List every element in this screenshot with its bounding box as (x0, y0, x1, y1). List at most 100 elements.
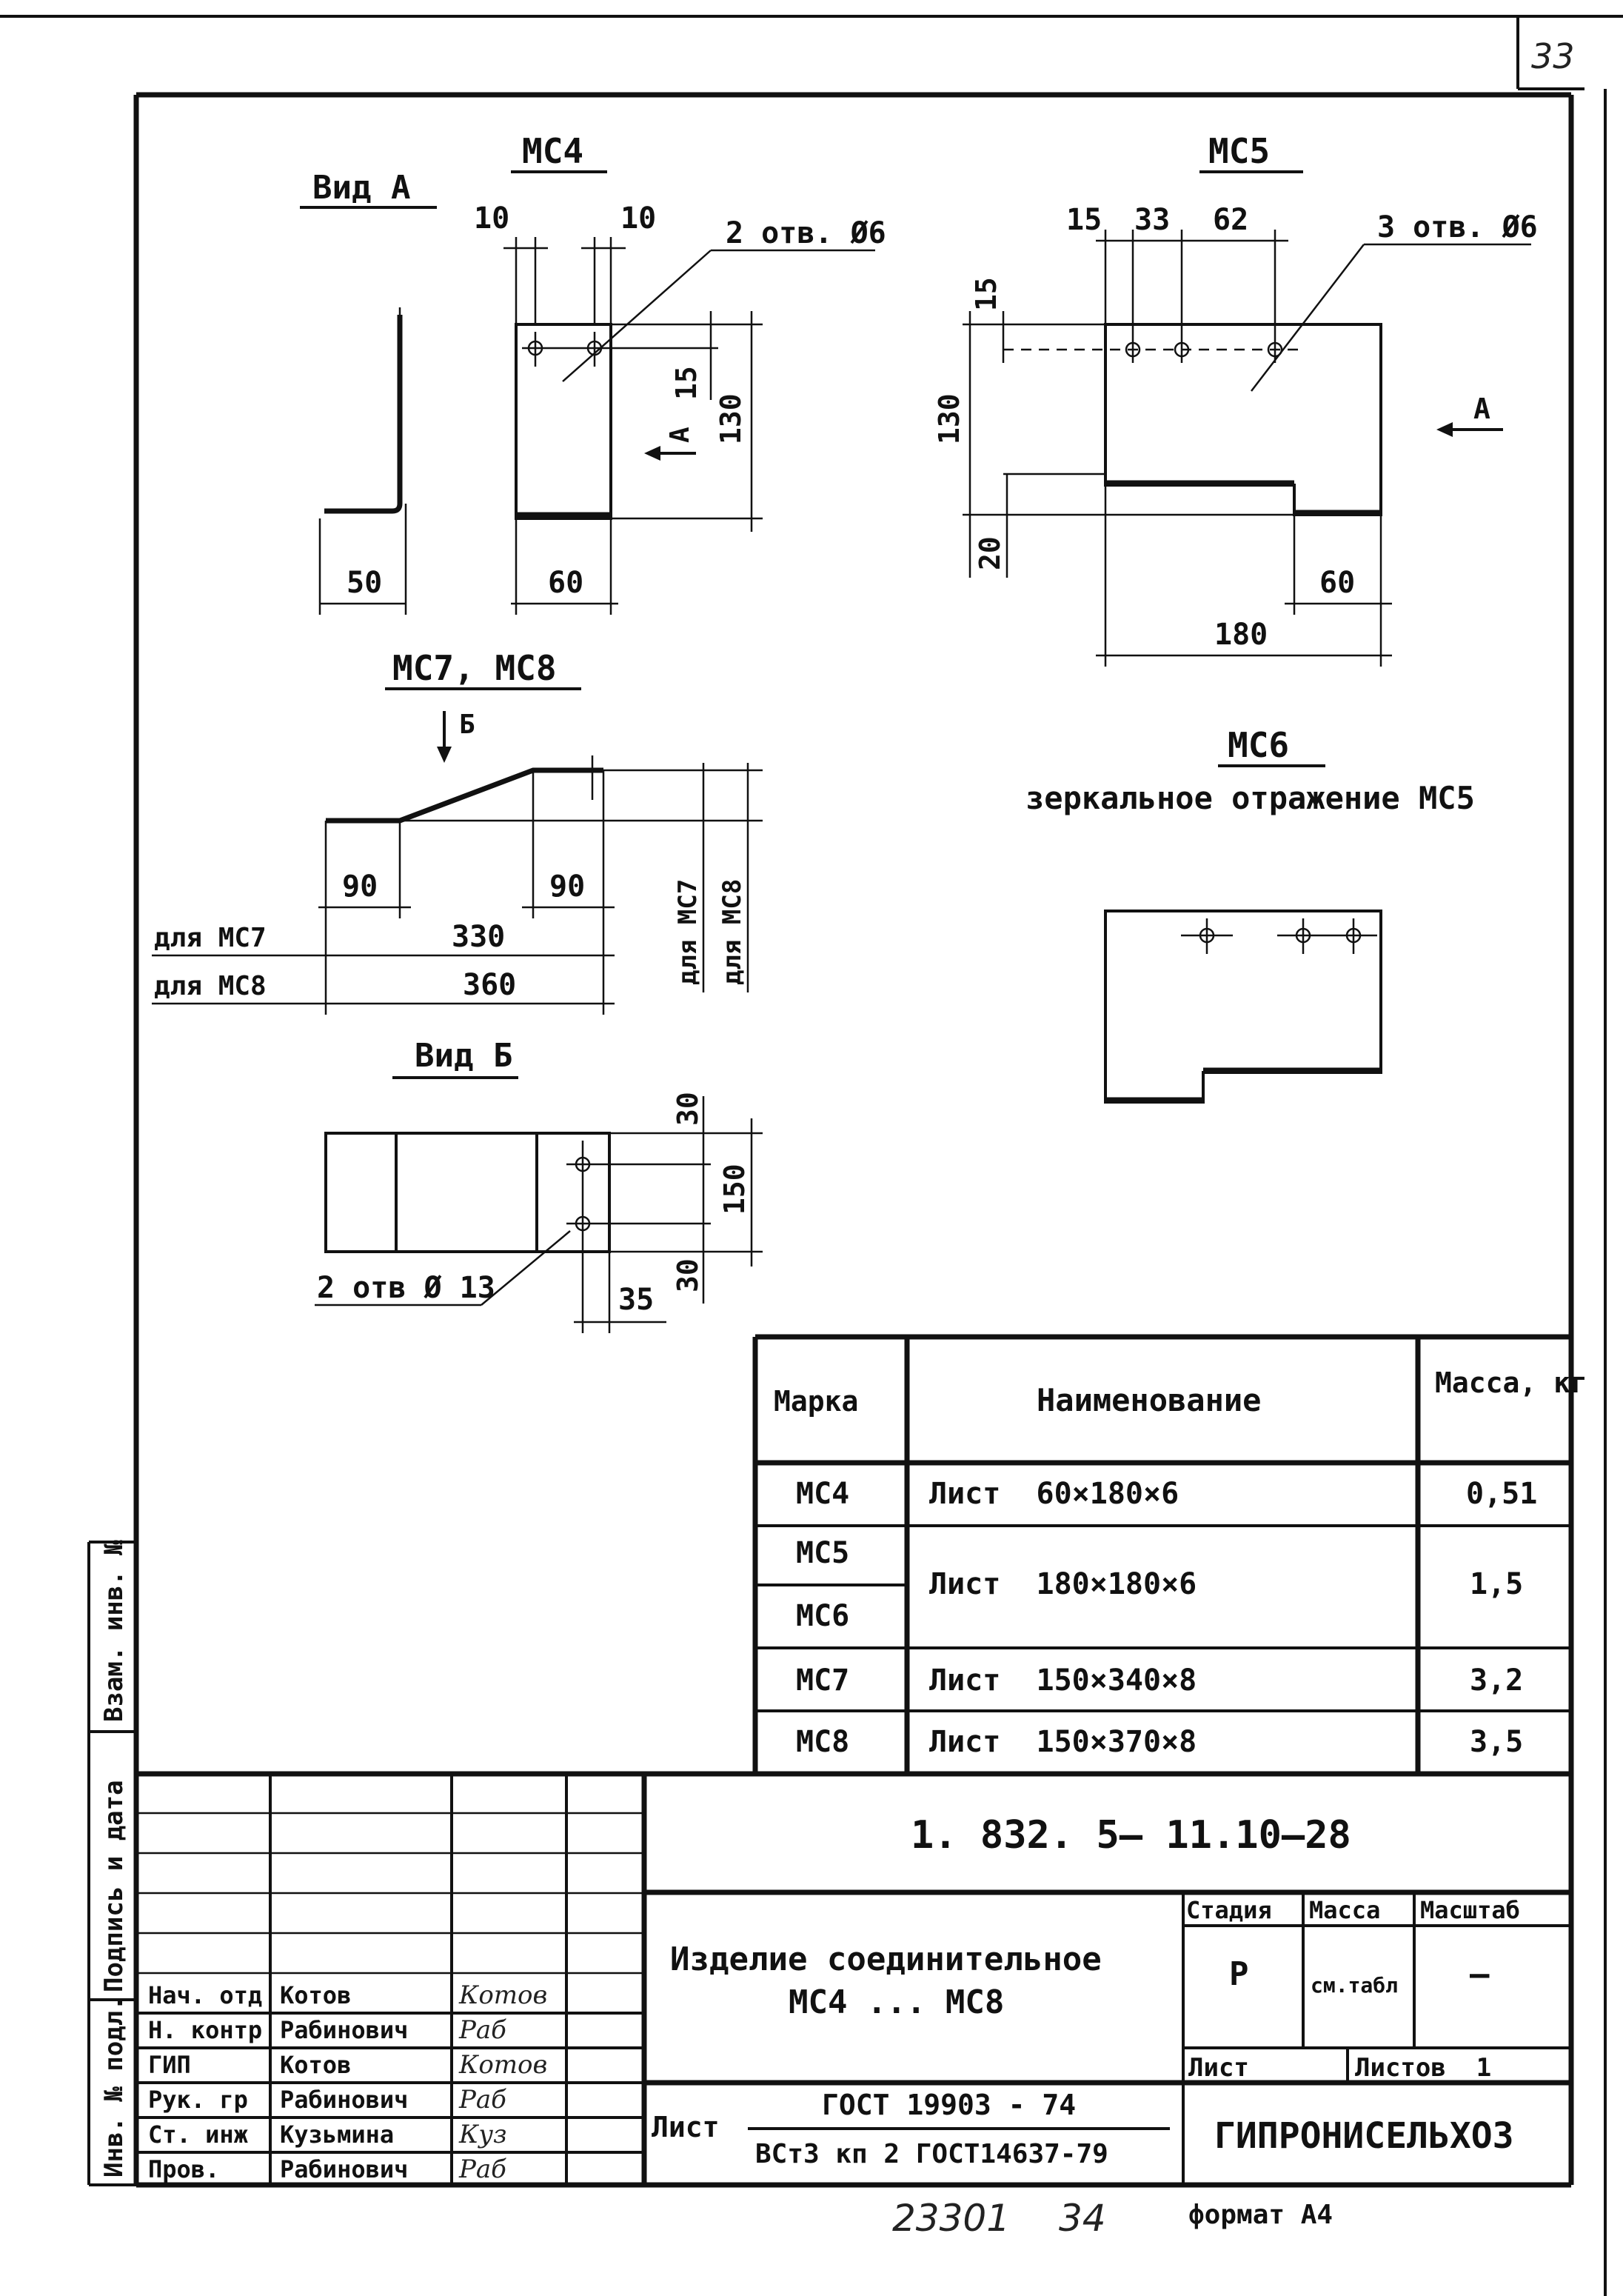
sheets-label: Листов 1 (1355, 2053, 1491, 2083)
material-line1: ГОСТ 19903 - 74 (822, 2089, 1076, 2121)
spec-row-name: Лист 150×340×8 (929, 1663, 1197, 1698)
mc78-vert-mc7: для МС7 (673, 879, 703, 985)
mc5-dim-15v: 15 (970, 277, 1003, 311)
mc5-title: МС5 (1208, 131, 1270, 171)
stage-header: Стадия (1186, 1896, 1272, 1924)
mc4-dim-15: 15 (670, 366, 703, 400)
view-b-dim-30a: 30 (672, 1092, 704, 1126)
mc78-title: МС7, МС8 (392, 648, 557, 688)
view-b-holes-label: 2 отв Ø 13 (317, 1271, 495, 1305)
spec-row-mass: 3,2 (1470, 1663, 1523, 1698)
spec-row-mark: МС6 (796, 1599, 849, 1633)
mc78-dim-330: 330 (452, 920, 505, 954)
view-a: Вид А 50 (300, 169, 437, 615)
part-mc7-mc8: МС7, МС8 Б для МС7 для МС8 90 90 для МС7… (152, 648, 763, 1015)
drawing-frame (133, 89, 1607, 2296)
role-signature: Котов (458, 2050, 547, 2080)
scale-value: — (1470, 1955, 1490, 1993)
mc78-arrow-b: Б (459, 710, 475, 740)
mc78-label-mc7: для МС7 (154, 923, 267, 953)
role-signature: Раб (458, 2015, 506, 2045)
mc5-holes-label: 3 отв. Ø6 (1377, 210, 1538, 244)
mc4-holes-label: 2 отв. Ø6 (726, 216, 886, 250)
mc6-subtitle: зеркальное отражение МС5 (1025, 780, 1475, 816)
mc78-dim-360: 360 (463, 968, 516, 1002)
doc-code: 1. 832. 5– 11.10–28 (911, 1813, 1351, 1858)
role-name: Рабинович (280, 2155, 408, 2183)
material-line2: ВСт3 кп 2 ГОСТ14637-79 (755, 2139, 1108, 2169)
spec-row-name: Лист 150×370×8 (929, 1725, 1197, 1759)
role-name: Рабинович (280, 2016, 408, 2044)
spec-row-name: Лист 180×180×6 (929, 1567, 1197, 1601)
view-b-dim-30b: 30 (672, 1258, 704, 1292)
mass-value: см.табл (1311, 1973, 1398, 1998)
mc78-label-mc8: для МС8 (154, 971, 267, 1001)
role-signature: Раб (458, 2085, 506, 2115)
view-b-title: Вид Б (415, 1037, 512, 1075)
side-label-vzam-inv: Взам. инв. № (99, 1540, 129, 1722)
spec-row-mass: 3,5 (1470, 1725, 1523, 1759)
footer-number2: 34 (1059, 2197, 1106, 2240)
spec-row-mass: 0,51 (1466, 1477, 1537, 1511)
role-label: Рук. гр (148, 2086, 248, 2114)
spec-row-mass: 1,5 (1470, 1567, 1523, 1601)
role-name: Кузьмина (280, 2120, 394, 2149)
mass-header: Масса (1309, 1896, 1380, 1924)
mc4-title: МС4 (522, 131, 583, 171)
mc5-dim-130: 130 (933, 393, 966, 444)
mc4-dim-60: 60 (548, 566, 583, 600)
side-label-inv-podl: Инв. № подл. (99, 1995, 129, 2177)
mc5-dim-62: 62 (1213, 203, 1248, 237)
spec-header-name: Наименование (1037, 1382, 1261, 1418)
mc4-arrow-a: А (665, 427, 695, 443)
mc5-dim-60: 60 (1319, 566, 1355, 600)
role-name: Котов (280, 2051, 351, 2079)
spec-row-mark: МС4 (796, 1477, 849, 1511)
footer-number1: 23301 (892, 2197, 1010, 2240)
material-prefix: Лист (652, 2111, 720, 2143)
sheet-label: Лист (1188, 2053, 1249, 2083)
view-b-dim-150: 150 (718, 1164, 751, 1215)
view-b: Вид Б 30 150 30 35 2 отв Ø 13 (315, 1037, 763, 1333)
spec-row-mark: МС7 (796, 1663, 849, 1698)
part-mc4: МС4 10 10 2 отв. Ø6 15 130 А (474, 131, 886, 615)
sheet-number-box: 33 (1516, 16, 1584, 90)
stage-value: Р (1229, 1955, 1249, 1993)
footer-format: формат А4 (1188, 2200, 1333, 2230)
title-block: 1. 832. 5– 11.10–28 Изделие соединительн… (136, 1771, 1571, 2185)
spec-table: Марка Наименование Масса, кг МС4 Лист 60… (752, 1334, 1587, 1774)
organization: ГИПРОНИСЕЛЬХОЗ (1214, 2115, 1514, 2157)
side-label-strip: Инв. № подл. Подпись и дата Взам. инв. № (87, 1540, 136, 2186)
view-a-dim-50: 50 (347, 566, 382, 600)
spec-header-mass: Масса, кг (1435, 1366, 1587, 1399)
role-label: Ст. инж (148, 2120, 249, 2149)
role-label: Нач. отд (148, 1981, 262, 2009)
mc5-dim-33: 33 (1134, 203, 1170, 237)
part-mc5: МС5 15 33 62 3 отв. Ø6 15 130 20 (933, 131, 1538, 667)
mc6-title: МС6 (1228, 725, 1289, 765)
side-label-podpis-data: Подпись и дата (99, 1780, 129, 1992)
role-signature: Котов (458, 1980, 547, 2010)
mc5-dim-15a: 15 (1066, 203, 1102, 237)
part-mc6: МС6 зеркальное отражение МС5 (1025, 725, 1475, 1104)
role-signature: Куз (458, 2120, 507, 2149)
mc78-vert-mc8: для МС8 (717, 879, 747, 985)
item-name-line1: Изделие соединительное (670, 1940, 1102, 1978)
mc5-dim-180: 180 (1214, 618, 1268, 652)
item-name-line2: МС4 ... МС8 (789, 1983, 1004, 2021)
mc78-dim-90b: 90 (549, 870, 585, 904)
role-label: ГИП (148, 2051, 191, 2079)
mc4-dim-left-10: 10 (474, 201, 509, 236)
role-name: Рабинович (280, 2086, 408, 2114)
view-a-title: Вид А (312, 169, 410, 207)
spec-row-mark: МС8 (796, 1725, 849, 1759)
view-b-dim-35: 35 (618, 1283, 654, 1317)
scale-header: Масштаб (1420, 1896, 1520, 1924)
spec-header-mark: Марка (774, 1385, 858, 1418)
footer: 23301 34 формат А4 (892, 2197, 1333, 2240)
role-label: Н. контр (148, 2016, 262, 2044)
mc5-dim-20: 20 (974, 536, 1006, 570)
sheet-number: 33 (1531, 36, 1575, 76)
mc4-dim-130: 130 (715, 393, 747, 444)
mc4-dim-right-10: 10 (620, 201, 656, 236)
